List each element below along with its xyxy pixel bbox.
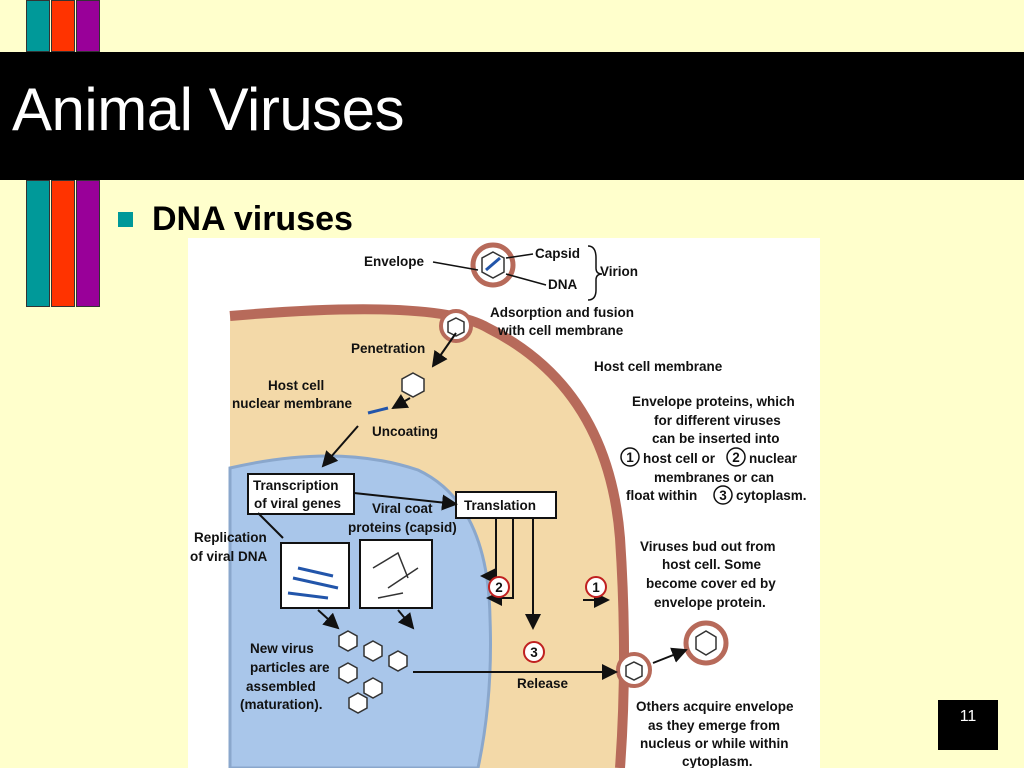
inline-circle-2 bbox=[726, 447, 746, 467]
circle-3-label: 3 bbox=[530, 645, 538, 660]
label-viral-coat-1: Viral coat bbox=[372, 501, 433, 516]
inline-circle-1-label: 1 bbox=[626, 450, 634, 465]
label-envelope: Envelope bbox=[364, 254, 425, 269]
decorative-stripe-purple-bottom bbox=[76, 180, 100, 307]
new-virus-particles-icon bbox=[338, 630, 408, 714]
label-envelope-proteins-5: nuclear bbox=[749, 451, 798, 466]
decorative-stripe-purple-top bbox=[76, 0, 100, 52]
label-dna: DNA bbox=[548, 277, 577, 292]
label-bud-out-2: host cell. Some bbox=[662, 557, 762, 572]
decorative-stripe-red-top bbox=[51, 0, 75, 52]
capsid-protein-fragments-icon bbox=[372, 551, 419, 599]
replication-box bbox=[280, 542, 350, 609]
bullet-text: DNA viruses bbox=[152, 200, 353, 238]
uncoated-dna-icon bbox=[367, 406, 389, 415]
label-translation: Translation bbox=[464, 498, 536, 513]
label-adsorption-1: Adsorption and fusion bbox=[490, 305, 634, 320]
label-new-virus-1: New virus bbox=[250, 641, 314, 656]
circle-1-label: 1 bbox=[592, 580, 600, 595]
label-host-nuclear-1: Host cell bbox=[268, 378, 324, 393]
virion-bracket bbox=[587, 245, 603, 301]
diagram-svg: 2 1 3 Envelope Capsid DNA Virion Adsorpt… bbox=[190, 242, 807, 768]
label-others-acquire-1: Others acquire envelope bbox=[636, 699, 794, 714]
slide-title: Animal Viruses bbox=[12, 76, 405, 143]
inline-circle-3-label: 3 bbox=[719, 488, 727, 503]
circle-2-label: 2 bbox=[495, 580, 503, 595]
virion-icon bbox=[470, 242, 516, 288]
host-cell-membrane bbox=[229, 304, 629, 768]
label-bud-out-1: Viruses bud out from bbox=[640, 539, 776, 554]
label-viral-coat-2: proteins (capsid) bbox=[348, 520, 457, 535]
label-envelope-proteins-8: cytoplasm. bbox=[736, 488, 807, 503]
capsid-proteins-box bbox=[359, 539, 433, 609]
label-transcription-1: Transcription bbox=[253, 478, 339, 493]
viral-dna-strands-icon bbox=[287, 566, 339, 600]
label-capsid: Capsid bbox=[535, 246, 580, 261]
label-envelope-proteins-3: can be inserted into bbox=[652, 431, 780, 446]
label-transcription-2: of viral genes bbox=[254, 496, 341, 511]
page-number: 11 bbox=[959, 708, 977, 725]
label-envelope-proteins-1: Envelope proteins, which bbox=[632, 394, 795, 409]
label-uncoating: Uncoating bbox=[372, 424, 438, 439]
title-band bbox=[0, 52, 1024, 180]
label-new-virus-2: particles are bbox=[250, 660, 330, 675]
virus-replication-diagram: 2 1 3 Envelope Capsid DNA Virion Adsorpt… bbox=[188, 238, 820, 768]
inline-circle-2-label: 2 bbox=[732, 450, 740, 465]
circle-1-marker: 1 bbox=[585, 576, 607, 598]
inline-circle-1 bbox=[620, 447, 640, 467]
label-envelope-proteins-2: for different viruses bbox=[654, 413, 781, 428]
virion-leader-lines bbox=[432, 253, 547, 286]
label-bud-out-3: become cover ed by bbox=[646, 576, 776, 591]
label-envelope-proteins-6: membranes or can bbox=[654, 470, 774, 485]
decorative-stripe-teal-bottom bbox=[26, 180, 50, 307]
label-host-nuclear-2: nuclear membrane bbox=[232, 396, 353, 411]
label-penetration: Penetration bbox=[351, 341, 425, 356]
label-new-virus-3: assembled bbox=[246, 679, 316, 694]
label-bud-out-4: envelope protein. bbox=[654, 595, 766, 610]
adsorbing-virus-icon bbox=[439, 309, 473, 343]
decorative-stripe-red-bottom bbox=[51, 180, 75, 307]
budding-virus-icon bbox=[616, 652, 652, 688]
label-host-cell-membrane: Host cell membrane bbox=[594, 359, 723, 374]
label-replication-1: Replication bbox=[194, 530, 267, 545]
label-others-acquire-2: as they emerge from bbox=[648, 718, 780, 733]
label-others-acquire-4: cytoplasm. bbox=[682, 754, 753, 768]
decorative-stripe-teal-top bbox=[26, 0, 50, 52]
label-envelope-proteins-4: host cell or bbox=[643, 451, 716, 466]
label-envelope-proteins-7: float within bbox=[626, 488, 697, 503]
label-virion: Virion bbox=[600, 264, 638, 279]
label-replication-2: of viral DNA bbox=[190, 549, 268, 564]
page-number-box: 11 bbox=[938, 700, 998, 750]
label-new-virus-4: (maturation). bbox=[240, 697, 323, 712]
inline-circle-3 bbox=[713, 485, 733, 505]
penetrated-capsid-icon bbox=[401, 372, 425, 398]
label-adsorption-2: with cell membrane bbox=[497, 323, 624, 338]
label-others-acquire-3: nucleus or while within bbox=[640, 736, 789, 751]
label-release: Release bbox=[517, 676, 569, 691]
bullet-marker bbox=[118, 212, 133, 227]
circle-3-marker: 3 bbox=[523, 641, 545, 663]
circle-2-marker: 2 bbox=[488, 576, 510, 598]
released-virus-icon bbox=[683, 620, 729, 666]
process-arrows bbox=[257, 332, 688, 680]
